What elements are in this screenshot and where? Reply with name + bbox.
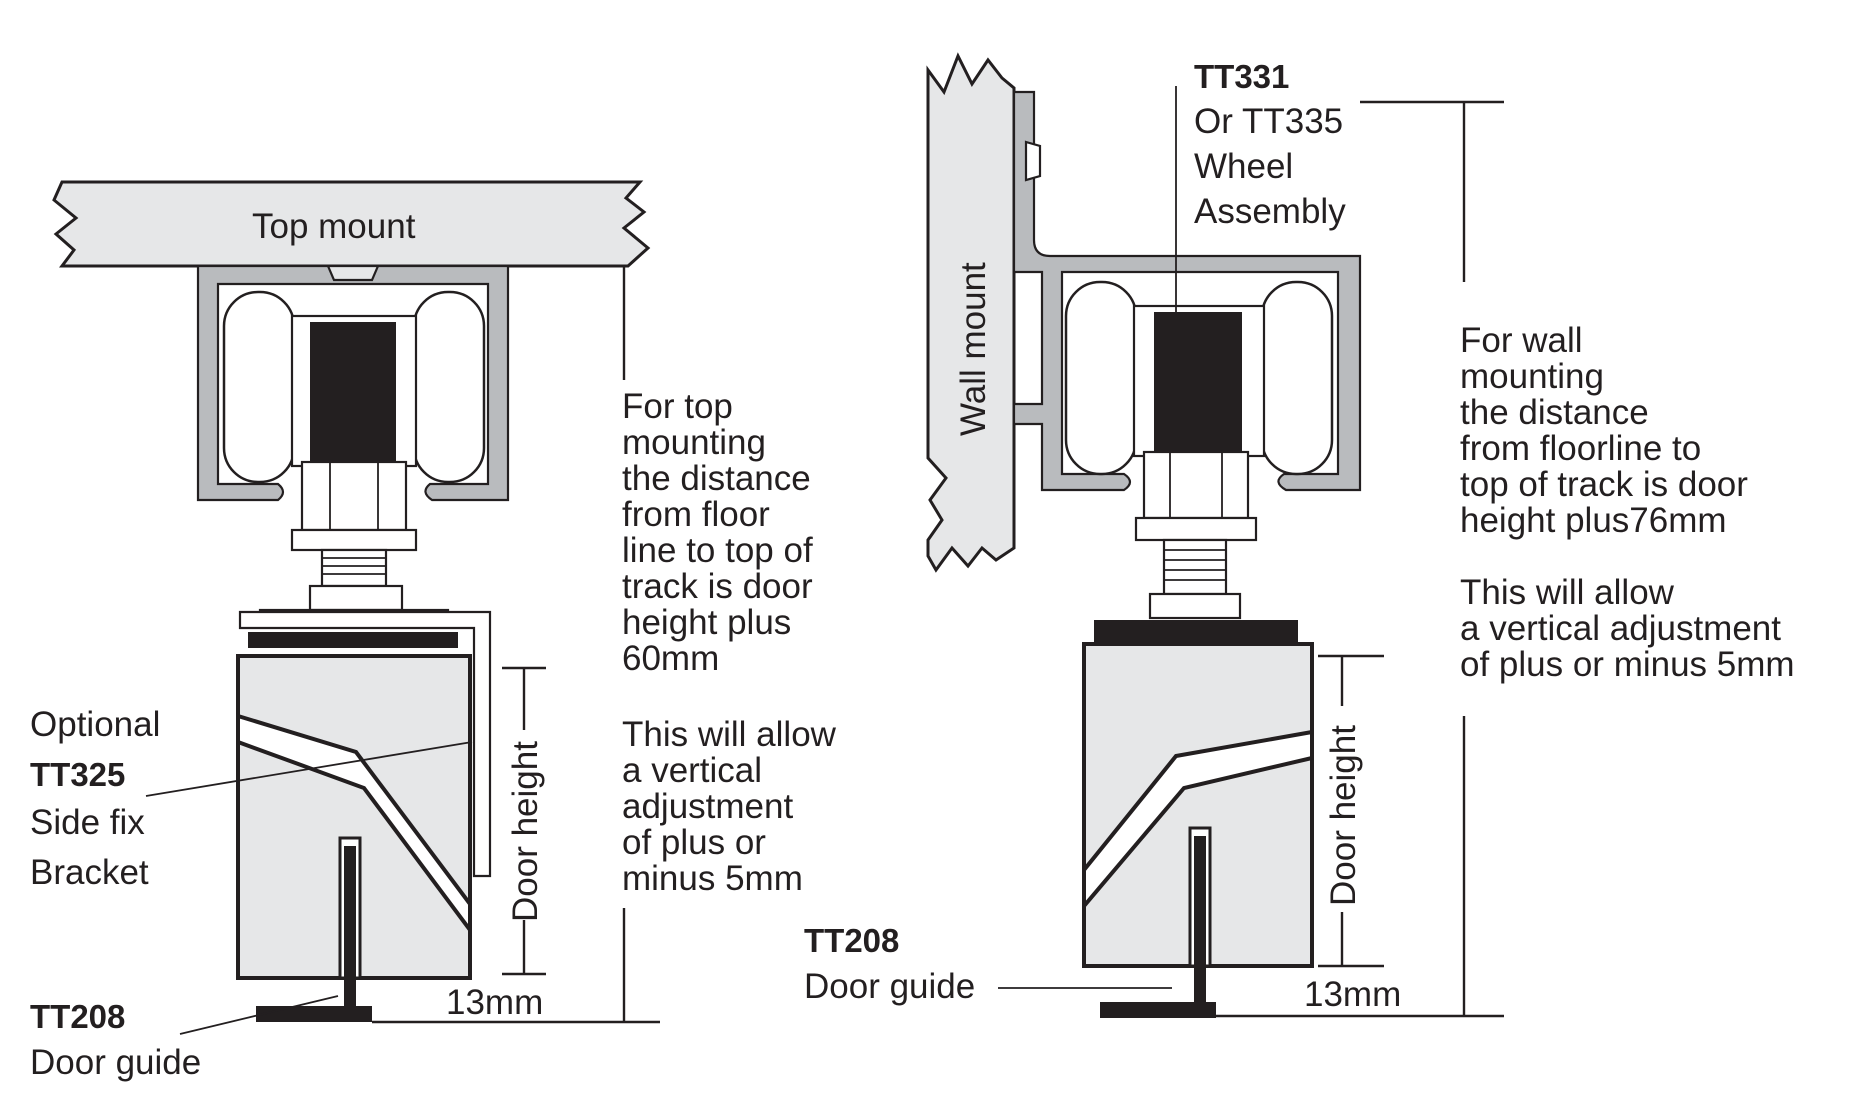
assembly-code: TT331	[1194, 58, 1289, 95]
right-door-height-label: Door height	[1324, 725, 1363, 906]
bracket-callout-line4: Bracket	[30, 853, 149, 892]
left-wheel	[222, 290, 296, 484]
hanger-washer	[290, 528, 418, 552]
wall-door-guide-base	[1100, 1002, 1216, 1018]
wall-left-wheel	[1064, 280, 1138, 476]
wall-mount-label: Wall mount	[954, 262, 993, 436]
wall-track-bracket	[1012, 90, 1362, 492]
bracket-callout-code: TT325	[30, 756, 125, 793]
left-door-height-label: Door height	[506, 741, 545, 922]
assembly-line4: Assembly	[1194, 192, 1346, 231]
wall-hanger-lock-nut	[1148, 592, 1242, 620]
wall-board	[926, 52, 1016, 573]
mount-bolt	[326, 264, 380, 282]
left-mounting-note: For top mounting the distance from floor…	[622, 387, 822, 678]
left-gap-label: 13mm	[446, 983, 543, 1022]
bracket-callout-line3: Side fix	[30, 803, 145, 842]
right-gap-label: 13mm	[1304, 975, 1401, 1014]
assembly-line2: Or TT335	[1194, 102, 1343, 141]
wall-wheel-hub	[1154, 312, 1242, 452]
right-adjustment-note: This will allow a vertical adjustment of…	[1460, 573, 1795, 684]
top-mount-assembly: Top mount Door height	[30, 180, 846, 1082]
assembly-line3: Wheel	[1194, 147, 1293, 186]
right-mounting-note: For wall mounting the distance from floo…	[1460, 321, 1758, 540]
wall-door-brace	[1082, 729, 1314, 912]
door-guide-pin	[344, 846, 356, 1010]
bracket-callout-line1: Optional	[30, 705, 160, 744]
top-track-channel	[196, 264, 510, 502]
wall-right-wheel	[1260, 280, 1334, 476]
wall-hanger-nut	[1142, 450, 1250, 520]
bracket-plate	[248, 632, 458, 648]
ceiling-board	[52, 180, 651, 268]
door-guide-base	[256, 1006, 372, 1022]
wall-mount-assembly: Wall mount Door height 13mm	[804, 52, 1795, 1018]
door-brace	[236, 713, 472, 937]
left-guide-code: TT208	[30, 998, 125, 1035]
right-guide-code: TT208	[804, 922, 899, 959]
right-wheel	[412, 290, 486, 484]
hanger-thread	[320, 548, 388, 588]
wall-door-guide-pin	[1194, 836, 1206, 1002]
right-guide-label: Door guide	[804, 967, 975, 1006]
hanger-lock-nut	[308, 584, 404, 612]
wall-hanger-thread	[1162, 538, 1228, 596]
wheel-hub	[310, 322, 396, 462]
left-guide-label: Door guide	[30, 1043, 201, 1082]
left-adjustment-note: This will allow a vertical adjustment of…	[622, 715, 846, 898]
top-mount-label: Top mount	[252, 207, 416, 246]
hanger-nut-top	[300, 460, 408, 532]
wall-hanger-washer	[1134, 516, 1258, 542]
side-fix-bracket	[238, 610, 492, 878]
wall-top-plate	[1094, 620, 1298, 642]
